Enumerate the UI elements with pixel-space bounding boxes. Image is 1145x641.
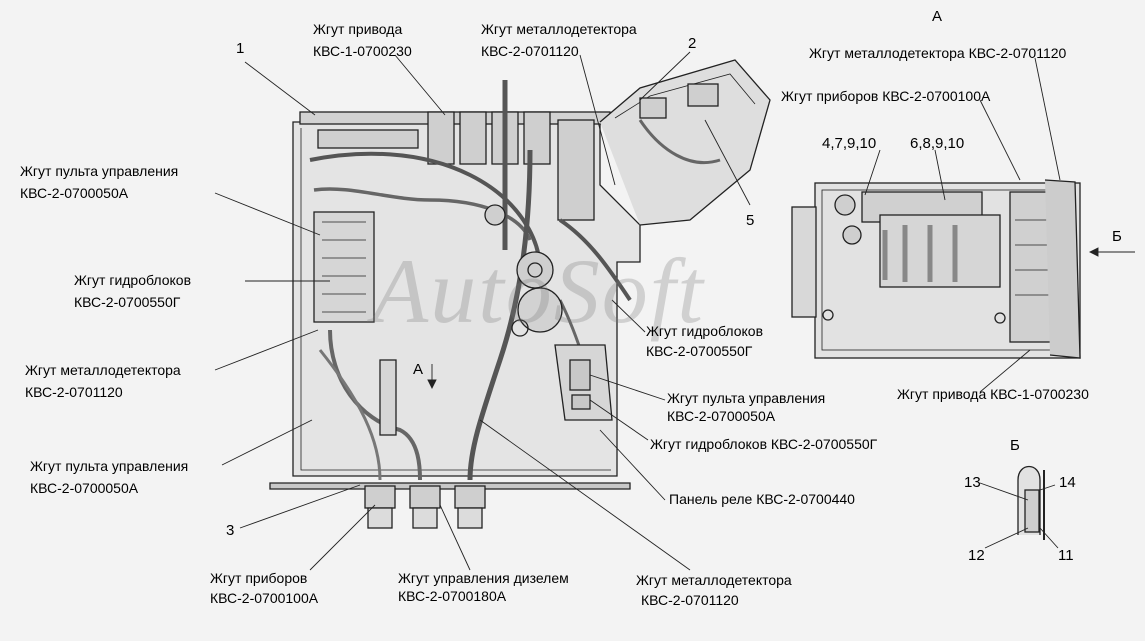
label-drive-harness-code: КВС-1-0700230 [313, 43, 412, 59]
label-metal-detector-bottom: Жгут металлодетектора [636, 572, 792, 588]
label-diesel-control: Жгут управления дизелем [398, 570, 569, 586]
callout-13: 13 [964, 474, 981, 491]
label-hydro-left-code: КВС-2-0700550Г [74, 294, 181, 310]
view-a-assembly [791, 179, 1081, 359]
label-hydro-mid-code: КВС-2-0700550Г [646, 343, 753, 359]
callout-11: 11 [1058, 547, 1074, 564]
callout-14: 14 [1059, 474, 1076, 491]
label-instruments-bottom-code: КВС-2-0700100А [210, 590, 319, 606]
view-b-assembly [1017, 465, 1045, 540]
callout-1: 1 [236, 40, 245, 57]
callout-3: 3 [226, 522, 235, 539]
label-metal-detector-top-code: КВС-2-0701120 [481, 43, 579, 59]
label-remote-left: Жгут пульта управления [30, 458, 189, 474]
label-instruments-bottom: Жгут приборов [210, 570, 308, 586]
view-a-title: А [932, 8, 943, 25]
main-assembly [269, 59, 771, 529]
label-relay-panel: Панель реле КВС-2-0700440 [669, 491, 855, 507]
view-a-arrow-label: А [413, 361, 424, 378]
callout-12: 12 [968, 547, 985, 564]
label-hydro-mid: Жгут гидроблоков [646, 323, 764, 339]
label-metal-detector-left-code: КВС-2-0701120 [25, 384, 123, 400]
callout-4-7-9-10: 4,7,9,10 [822, 135, 877, 152]
label-metal-detector-bottom-code: КВС-2-0701120 [641, 592, 739, 608]
view-b-title: Б [1010, 437, 1020, 454]
label-remote-mid: Жгут пульта управления [667, 390, 826, 406]
label-metal-detector-top: Жгут металлодетектора [481, 21, 637, 37]
label-hydro-right: Жгут гидроблоков КВС-2-0700550Г [650, 436, 878, 452]
label-remote-top-code: КВС-2-0700050А [20, 185, 129, 201]
callout-6-8-9-10: 6,8,9,10 [910, 135, 965, 152]
label-drive-harness: Жгут привода [313, 21, 403, 37]
label-metal-detector-view-a: Жгут металлодетектора КВС-2-0701120 [809, 45, 1067, 61]
label-instruments-view-a: Жгут приборов КВС-2-0700100А [781, 88, 991, 104]
callout-5: 5 [746, 212, 755, 229]
label-hydro-left: Жгут гидроблоков [74, 272, 192, 288]
label-remote-top: Жгут пульта управления [20, 163, 179, 179]
label-metal-detector-left: Жгут металлодетектора [25, 362, 181, 378]
label-diesel-control-code: КВС-2-0700180А [398, 588, 507, 604]
view-b-arrow-label: Б [1112, 228, 1122, 245]
callout-2: 2 [688, 35, 697, 52]
label-remote-mid-code: КВС-2-0700050А [667, 408, 776, 424]
watermark: AutoSoft [372, 240, 705, 342]
leader-lines [214, 51, 1135, 571]
label-drive-view-a: Жгут привода КВС-1-0700230 [897, 386, 1089, 402]
label-remote-left-code: КВС-2-0700050А [30, 480, 139, 496]
